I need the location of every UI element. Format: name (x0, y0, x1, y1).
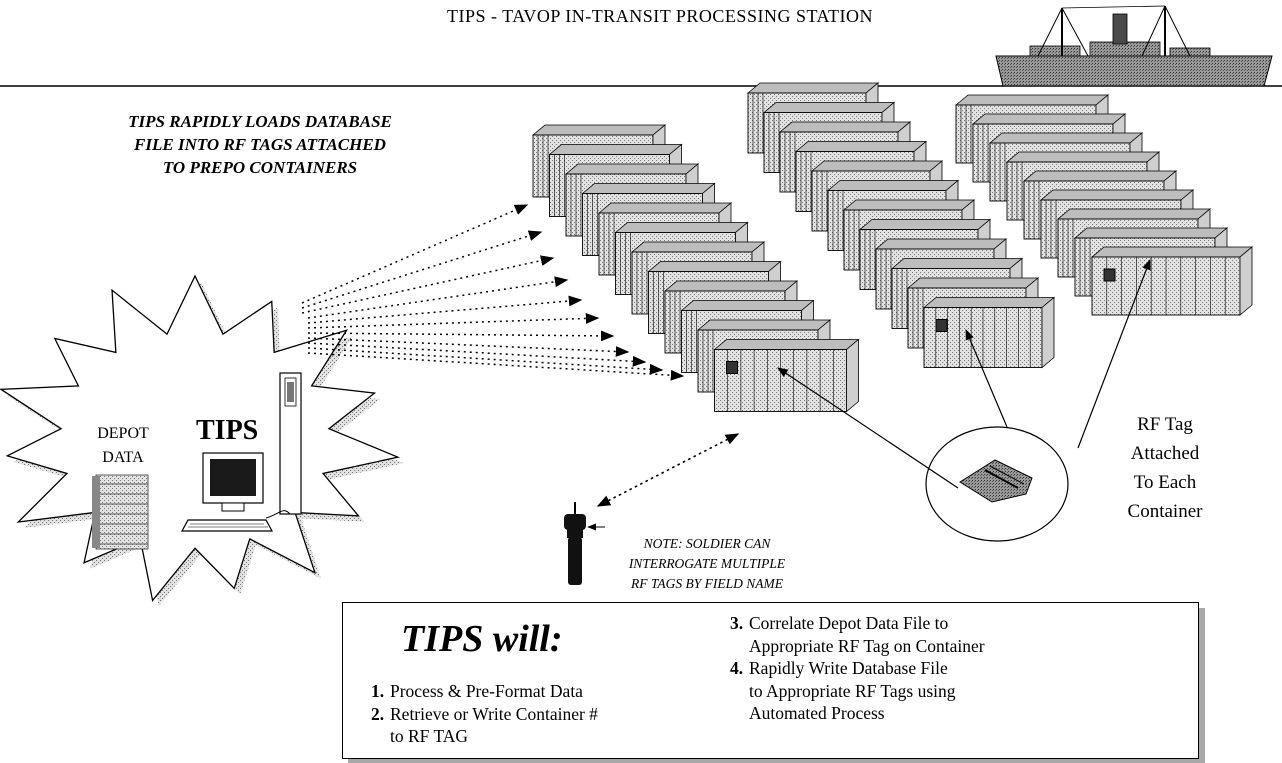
handheld-interrogator-icon (564, 433, 740, 585)
item-text: Process & Pre-Format Data (390, 681, 583, 701)
item-text: to Appropriate RF Tags using (749, 680, 956, 701)
rf-tag-line: Attached (1130, 443, 1200, 464)
list-item: 2. Retrieve or Write Container # to RF T… (371, 703, 691, 748)
list-item: 1. Process & Pre-Format Data (371, 680, 691, 703)
soldier-note: NOTE: SOLDIER CAN INTERROGATE MULTIPLE R… (618, 534, 796, 594)
rf-beams (301, 204, 685, 381)
tips-functions-panel: TIPS will: 1. Process & Pre-Format Data … (342, 602, 1199, 759)
rf-beam (307, 352, 685, 381)
function-list-left: 1. Process & Pre-Format Data 2. Retrieve… (371, 680, 691, 748)
caption-line: TIPS RAPIDLY LOADS DATABASE (128, 112, 392, 131)
container-stack (746, 82, 1056, 369)
rf-beam (301, 230, 543, 309)
rf-beam (307, 276, 569, 319)
list-item: 3. Correlate Depot Data File to Appropri… (730, 612, 1190, 657)
container-stack (954, 94, 1254, 316)
rf-tag-callout (777, 258, 1151, 542)
item-number: 1. (371, 681, 385, 701)
rf-beam (307, 342, 647, 367)
container (1090, 246, 1254, 316)
rf-beam (301, 255, 555, 314)
rf-tag-line: To Each (1133, 472, 1197, 493)
caption-line: FILE INTO RF TAGS ATTACHED (134, 135, 386, 154)
list-item: 4. Rapidly Write Database File to Approp… (730, 657, 1190, 725)
rf-beam (301, 204, 529, 304)
note-line: NOTE: SOLDIER CAN (643, 536, 771, 551)
depot-data-label: DEPOT DATA (78, 422, 168, 470)
container-stacks (531, 82, 1254, 413)
item-number: 4. (730, 658, 744, 678)
container (713, 338, 860, 413)
ship-icon (995, 5, 1273, 87)
depot-data-files-icon (92, 474, 149, 550)
tips-label: TIPS (196, 415, 259, 446)
item-text: to RF TAG (390, 726, 469, 746)
rf-tag-line: Container (1127, 501, 1203, 522)
item-number: 3. (730, 613, 744, 633)
item-text: Retrieve or Write Container # (390, 703, 598, 724)
depot-label-line: DATA (102, 449, 144, 466)
caption-line: TO PREPO CONTAINERS (162, 158, 358, 177)
rf-beam (307, 295, 583, 324)
rf-beam (307, 347, 664, 375)
item-text: Rapidly Write Database File (749, 658, 948, 678)
container-stack (531, 124, 860, 413)
rf-tag-label: RF Tag Attached To Each Container (1110, 410, 1220, 526)
note-line: RF TAGS BY FIELD NAME (631, 576, 783, 591)
page-title: TIPS - TAVOP IN-TRANSIT PROCESSING STATI… (447, 6, 873, 26)
container (922, 296, 1056, 369)
rf-beam (307, 313, 600, 329)
rf-beam (307, 330, 615, 342)
computer-icon (180, 372, 302, 532)
tips-loading-caption: TIPS RAPIDLY LOADS DATABASE FILE INTO RF… (90, 110, 430, 179)
function-list-right: 3. Correlate Depot Data File to Appropri… (730, 612, 1190, 725)
panel-title: TIPS will: (401, 618, 563, 660)
rf-tag-line: RF Tag (1137, 414, 1193, 435)
note-line: INTERROGATE MULTIPLE (628, 556, 786, 571)
item-text: Appropriate RF Tag on Container (749, 635, 985, 656)
item-text: Automated Process (749, 703, 885, 723)
item-number: 2. (371, 703, 385, 724)
depot-label-line: DEPOT (97, 425, 149, 442)
item-text: Correlate Depot Data File to (749, 613, 949, 633)
